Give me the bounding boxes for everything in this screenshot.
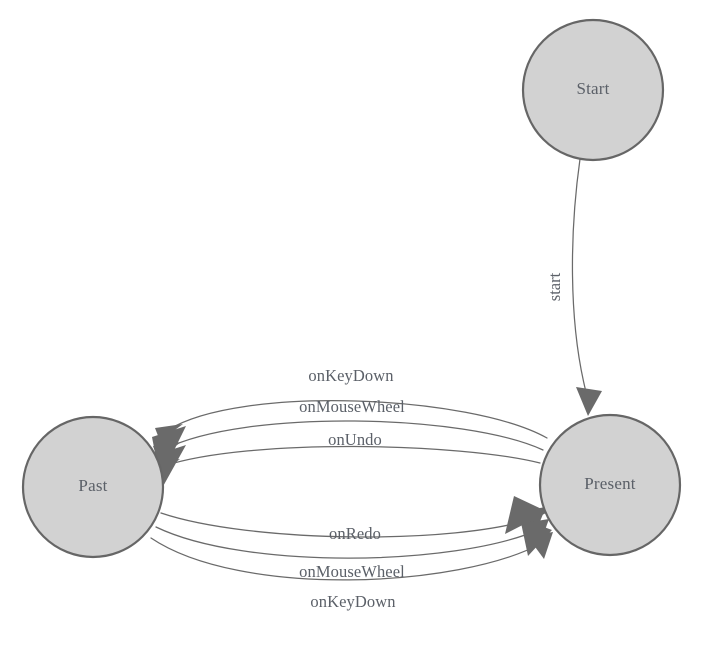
edge-label-onmousewheel-top: onMouseWheel	[299, 397, 405, 416]
node-past-circle[interactable]	[21, 415, 165, 559]
edge-label-onundo: onUndo	[328, 430, 382, 449]
node-start-label: Start	[576, 79, 609, 98]
edge-label-onredo: onRedo	[329, 524, 381, 543]
arrowhead-cluster-present	[505, 496, 552, 556]
edge-path-past-present-3	[150, 537, 543, 581]
node-past-label: Past	[78, 476, 107, 495]
edge-start-to-present	[571, 158, 602, 416]
edge-label-onkeydown-top: onKeyDown	[308, 366, 393, 385]
edge-present-to-past-onundo	[152, 445, 541, 477]
node-present-label: Present	[584, 474, 636, 493]
node-present-circle[interactable]	[538, 413, 682, 557]
node-past[interactable]: Past	[21, 415, 165, 559]
edge-path-past-present-2	[155, 526, 539, 559]
edge-path-present-past-1	[167, 400, 548, 439]
node-start[interactable]: Start	[521, 18, 665, 162]
arrowhead-present-b	[520, 518, 552, 556]
edge-path-start-present	[571, 158, 587, 393]
edge-label-onkeydown-bottom: onKeyDown	[310, 592, 395, 611]
arrowhead-start-present	[576, 387, 602, 416]
arrowhead-present-a	[505, 496, 548, 534]
edge-path-present-past-2	[164, 420, 544, 451]
node-present[interactable]: Present	[538, 413, 682, 557]
edge-path-past-present-1	[160, 512, 536, 538]
edge-label-onmousewheel-bottom: onMouseWheel	[299, 562, 405, 581]
node-start-circle[interactable]	[521, 18, 665, 162]
edge-path-present-past-3	[163, 445, 541, 467]
edge-label-start: start	[545, 272, 564, 301]
